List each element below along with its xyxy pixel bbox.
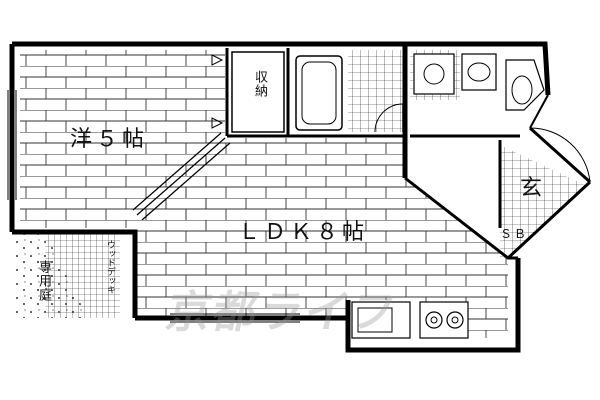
private-garden-label: 専用庭 [36, 260, 51, 302]
bath-door-swing [374, 103, 404, 133]
west-window [7, 90, 17, 200]
washing-machine-drum [423, 63, 445, 85]
watermark: 京都ライフ [161, 287, 403, 338]
closet-arrow2-icon [211, 117, 224, 129]
burner-right-center [451, 316, 459, 324]
bathtub [295, 55, 343, 131]
toilet-bowl [511, 75, 533, 105]
closet-arrow-icon [211, 54, 224, 66]
western-room-door[interactable] [132, 132, 231, 221]
south-window [170, 313, 300, 323]
garden-floor [15, 232, 88, 318]
kitchen-sink-bowl [357, 307, 393, 333]
entrance-door-swing [529, 127, 591, 183]
washing-machine [413, 53, 455, 95]
entrance-door[interactable] [529, 94, 549, 129]
storage-closet [231, 51, 285, 133]
outer-walls [9, 41, 551, 353]
wood-deck-label: ウッドデッキ [105, 240, 115, 294]
burner-right-icon [446, 311, 464, 329]
stove [419, 301, 469, 339]
storage-label: 収納 [252, 70, 267, 98]
western-room-label: 洋５帖 [70, 127, 149, 152]
burner-left-center [430, 316, 438, 324]
burner-left-icon [425, 311, 443, 329]
interior-walls [225, 48, 592, 260]
wash-basin-bowl [467, 62, 491, 82]
toilet [505, 59, 545, 111]
bathtub-inner [301, 61, 337, 125]
wash-basin [461, 53, 497, 91]
genkan-tile-floor [500, 145, 585, 258]
shoe-box-label: ＳＢ [500, 227, 529, 241]
ldk-label: ＬＤＫ８帖 [238, 220, 369, 245]
bath-tile-floor [348, 50, 403, 132]
entrance-label: 玄 [520, 176, 543, 201]
ldk-floor [137, 138, 508, 338]
